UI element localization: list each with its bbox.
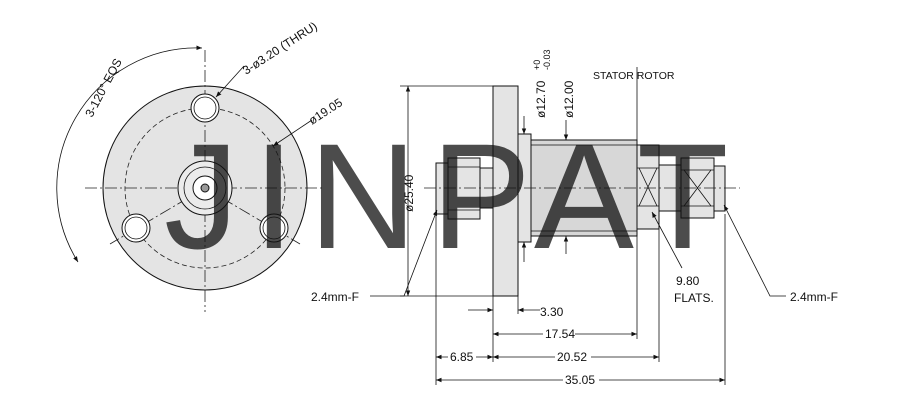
dim-3505-bg — [563, 373, 599, 387]
watermark-text: JINPAT — [164, 112, 742, 280]
left-connector-label: 2.4mm-F — [311, 290, 359, 304]
left-connector-body — [447, 157, 481, 220]
dim-2052-label: 20.52 — [557, 350, 587, 364]
dia-1200-label: ø12.00 — [562, 80, 576, 118]
right-connector-tip — [713, 165, 726, 212]
dim-1754-label: 17.54 — [545, 327, 575, 341]
mounting-hole-right — [259, 213, 289, 243]
dia-1270-label: ø12.70 — [534, 80, 548, 118]
dim-330-label: 3.30 — [540, 305, 564, 319]
right-connector-label: 2.4mm-F — [790, 290, 838, 304]
right-nut-cross-2 — [683, 169, 712, 207]
dia-1270-tol-upper: +0 — [532, 60, 542, 70]
mounting-hole-left — [121, 213, 151, 243]
angle-label: 3-120° EQS — [82, 56, 124, 119]
dim-1754-bg — [543, 326, 575, 340]
bolt-circle-leader — [272, 119, 313, 147]
flats-label: FLATS. — [674, 291, 714, 305]
hex-cross-2 — [638, 167, 658, 207]
right-connector-leader — [723, 204, 786, 297]
dim-2052-bg — [555, 350, 591, 364]
flats-leader — [651, 211, 683, 269]
hole-label: 3-ø3.20 (THRU) — [240, 19, 320, 78]
dia-25-label: ø25.40 — [402, 174, 416, 212]
dim-685-bg — [448, 350, 476, 364]
dim-685-label: 6.85 — [450, 350, 474, 364]
hole-leader — [215, 65, 245, 98]
flats-value: 9.80 — [676, 274, 700, 288]
angle-arc — [56, 45, 203, 263]
side-view: ø25.40 ø12.70 +0 -0.03 ø12.00 STATOR ROT… — [311, 49, 838, 387]
dim-3505-label: 35.05 — [565, 373, 595, 387]
mounting-hole-right-inner — [262, 216, 286, 240]
stator-rotor-label: STATOR ROTOR — [593, 70, 675, 82]
dia-1270-tol-lower: -0.03 — [542, 49, 552, 70]
left-connector-leader — [370, 209, 438, 297]
